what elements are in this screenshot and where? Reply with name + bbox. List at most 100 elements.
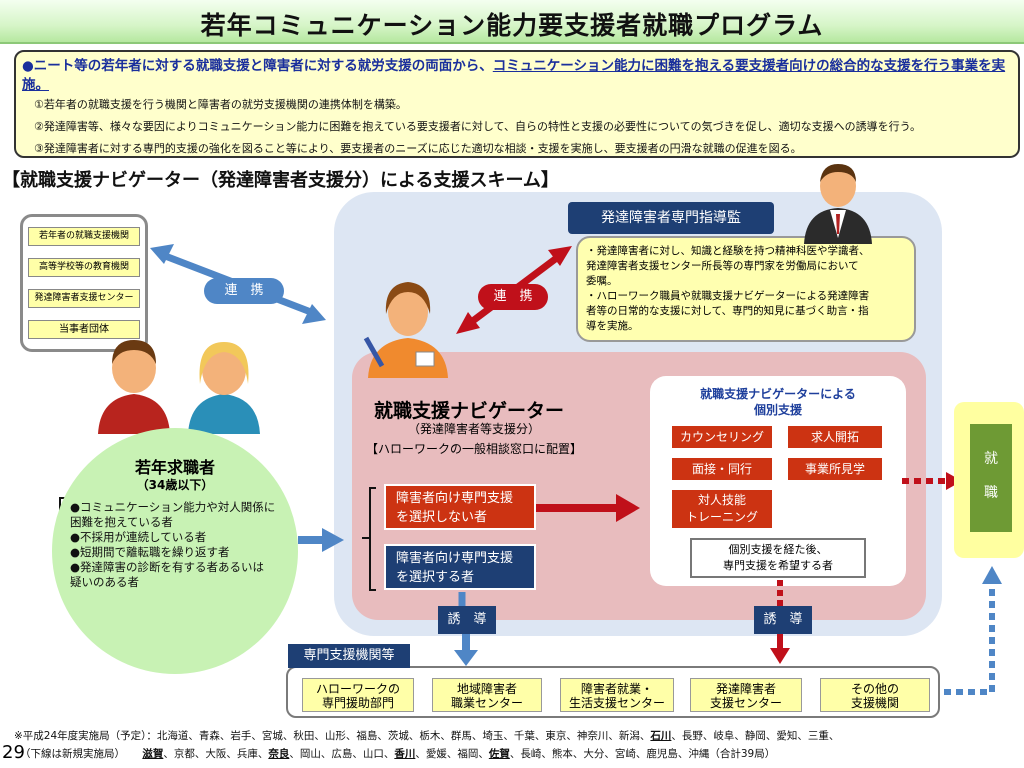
job-seeker-list-line-3: ●不採用が連続している者	[70, 530, 207, 544]
footer-pref-group-2: 、岡山、広島、山口、	[289, 748, 395, 760]
life-support-line-1: 障害者就業・	[580, 682, 653, 696]
job-seeker-list-line-2: 困難を抱えている者	[70, 515, 173, 529]
footer-pref-group-4: 、長崎、熊本、大分、宮崎、鹿児島、沖縄（合計39局）	[509, 748, 776, 760]
navigator-person-icon	[363, 282, 448, 378]
no-specialist-arrow	[536, 494, 640, 522]
job-seeker-title: 若年求職者	[134, 458, 215, 477]
summary-headline: ●ニート等の若年者に対する就職支援と障害者に対する就労支援の両面から、コミュニケ…	[22, 57, 1012, 95]
footer-pref-nara: 奈良	[268, 748, 290, 760]
job-seeker-age: （34歳以下）	[136, 478, 214, 492]
job-seeker-list-line-4: ●短期間で離転職を繰り返す者	[70, 545, 230, 559]
other-org-line-2: 支援機関	[850, 696, 899, 710]
supervisor-line-4: ・ハローワーク職員や就職支援ナビゲーターによる発達障害	[586, 290, 870, 302]
job-seeker-list-line-5: ●発達障害の診断を有する者あるいは	[70, 560, 265, 574]
dev-center-line-2: 支援センター	[709, 696, 782, 710]
employment-char-2: 職	[984, 485, 998, 501]
footer-line-1-tail: 、長野、岐阜、静岡、愛知、三重、	[671, 730, 840, 742]
seeker-to-navigator-arrow	[298, 528, 344, 552]
summary-item-1: ①若年者の就職支援を行う機関と障害者の就労支援機関の連携体制を構築。	[34, 98, 407, 111]
choice-not-specialist-line-1: 障害者向け専門支援	[396, 491, 514, 506]
footer-line-1: ※平成24年度実施局（予定）：北海道、青森、岩手、宮城、秋田、山形、福島、茨城、…	[14, 728, 839, 743]
footer-line-2: （下線は新規実施局） 滋賀、京都、大阪、兵庫、奈良、岡山、広島、山口、香川、愛媛…	[20, 746, 775, 761]
renkei-right-label: 連 携	[478, 284, 548, 310]
employment-char-1: 就	[984, 451, 998, 467]
summary-headline-underlined: コミュニケーション能力に困難を抱える要支援者向けの総合的な支援を行う事業を実施。	[22, 58, 1006, 93]
supervisor-line-2: 発達障害者支援センター所長等の専門家を労働局において	[586, 260, 859, 272]
page-title: 若年コミュニケーション能力要支援者就職プログラム	[200, 11, 824, 40]
job-seeker-list-line-6: 疑いのある者	[70, 575, 139, 589]
hellowork-line-1: ハローワークの	[315, 682, 400, 696]
page-number: 29	[2, 742, 25, 763]
job-seeker-persons-icon	[98, 340, 260, 434]
choice-specialist-line-2: を選択する者	[396, 570, 475, 585]
guide-left-arrow	[454, 592, 478, 666]
supervisor-line-3: 委嘱。	[586, 275, 618, 287]
footer-line-1-text: ※平成24年度実施局（予定）：北海道、青森、岩手、宮城、秋田、山形、福島、茨城、…	[14, 730, 651, 742]
regional-center-line-2: 職業センター	[450, 696, 523, 710]
summary-item-3: ③発達障害者に対する専門的支援の強化を図ること等により、要支援者のニーズに応じた…	[34, 142, 802, 155]
footer-ishikawa: 石川	[650, 730, 672, 742]
guide-right-label: 誘 導	[754, 606, 812, 634]
individual-title-line-2: 個別支援	[753, 403, 802, 417]
guide-left-label: 誘 導	[438, 606, 496, 634]
footer-line-2-prefs: 滋賀、京都、大阪、兵庫、奈良、岡山、広島、山口、香川、愛媛、福岡、佐賀、長崎、熊…	[142, 748, 775, 760]
to-employment-dotted-arrow	[902, 472, 962, 490]
renkei-left-label: 連 携	[204, 278, 284, 304]
dev-center-line-1: 発達障害者	[715, 682, 776, 696]
scheme-title: 【就職支援ナビゲーター（発達障害者支援分）による支援スキーム】	[2, 170, 559, 191]
specialist-to-employment-arrow	[944, 566, 1002, 695]
summary-box	[14, 50, 1020, 158]
counseling-box: カウンセリング	[672, 426, 772, 448]
interview-accompany-box: 面接・同行	[672, 458, 772, 480]
supervisor-tag: 発達障害者専門指導監	[568, 202, 774, 234]
regional-vocational-center-box: 地域障害者 職業センター	[432, 678, 542, 712]
choice-specialist: 障害者向け専門支援 を選択する者	[384, 544, 536, 590]
interpersonal-training-line-2: トレーニング	[685, 510, 758, 524]
job-development-box: 求人開拓	[788, 426, 882, 448]
regional-center-line-1: 地域障害者	[456, 682, 517, 696]
specialist-institutions-tag: 専門支援機関等	[288, 644, 410, 668]
specialist-institutions-frame	[286, 666, 940, 718]
job-seeker-list-line-1: ●コミュニケーション能力や対人関係に	[70, 500, 276, 514]
interpersonal-training-line-1: 対人技能	[697, 493, 746, 507]
choice-specialist-line-1: 障害者向け専門支援	[396, 551, 514, 566]
life-support-line-2: 生活支援センター	[568, 696, 665, 710]
footer-pref-group-3: 、愛媛、福岡、	[415, 748, 489, 760]
supervisor-person-icon	[804, 164, 872, 244]
supervisor-line-1: ・発達障害者に対し、知識と経験を持つ精神科医や学識者、	[586, 245, 870, 257]
dev-disorder-support-center-box: 発達障害者 支援センター	[690, 678, 802, 712]
navigator-title: 就職支援ナビゲーター	[374, 400, 565, 422]
other-org-line-1: その他の	[850, 682, 899, 696]
choice-bracket	[362, 487, 376, 591]
choice-not-specialist: 障害者向け専門支援 を選択しない者	[384, 484, 536, 530]
after-support-line-1: 個別支援を経た後、	[728, 543, 828, 556]
title-bar	[0, 0, 1024, 44]
employment-label: 就 職	[970, 424, 1012, 532]
footer-pref-shiga: 滋賀	[142, 748, 164, 760]
individual-title-line-1: 就職支援ナビゲーターによる	[700, 387, 856, 401]
after-support-line-2: 専門支援を希望する者	[723, 559, 833, 572]
job-seeker-circle	[52, 428, 298, 674]
footer-pref-saga: 佐賀	[488, 748, 510, 760]
choice-not-specialist-line-2: を選択しない者	[396, 510, 488, 525]
org-party-group: 当事者団体	[28, 320, 140, 339]
workplace-visit-box: 事業所見学	[788, 458, 882, 480]
supervisor-line-6: 導を実施。	[586, 320, 639, 332]
footer-pref-group-1: 、京都、大阪、兵庫、	[163, 748, 269, 760]
employment-life-support-center-box: 障害者就業・ 生活支援センター	[560, 678, 674, 712]
hellowork-specialist-box: ハローワークの 専門援助部門	[302, 678, 414, 712]
footer-pref-kagawa: 香川	[394, 748, 416, 760]
interpersonal-training-box: 対人技能 トレーニング	[672, 490, 772, 528]
summary-headline-plain: ●ニート等の若年者に対する就職支援と障害者に対する就労支援の両面から、	[22, 58, 493, 74]
navigator-subtitle: （発達障害者等支援分）	[408, 422, 541, 436]
job-seeker-list: ●コミュニケーション能力や対人関係に 困難を抱えている者 ●不採用が連続している…	[70, 500, 275, 590]
hellowork-line-2: 専門援助部門	[321, 696, 394, 710]
supervisor-line-5: 者等の日常的な支援に対して、専門的知見に基づく助言・指	[586, 305, 869, 317]
navigator-placement: 【ハローワークの一般相談窓口に配置】	[366, 442, 583, 456]
individual-support-title: 就職支援ナビゲーターによる 個別支援	[650, 386, 906, 418]
org-dev-disorder-center: 発達障害者支援センター	[28, 289, 140, 308]
after-support-dotted-arrow	[770, 580, 790, 664]
supervisor-description: ・発達障害者に対し、知識と経験を持つ精神科医や学識者、 発達障害者支援センター所…	[576, 236, 916, 342]
org-youth-support: 若年者の就職支援機関	[28, 227, 140, 246]
other-support-org-box: その他の 支援機関	[820, 678, 930, 712]
